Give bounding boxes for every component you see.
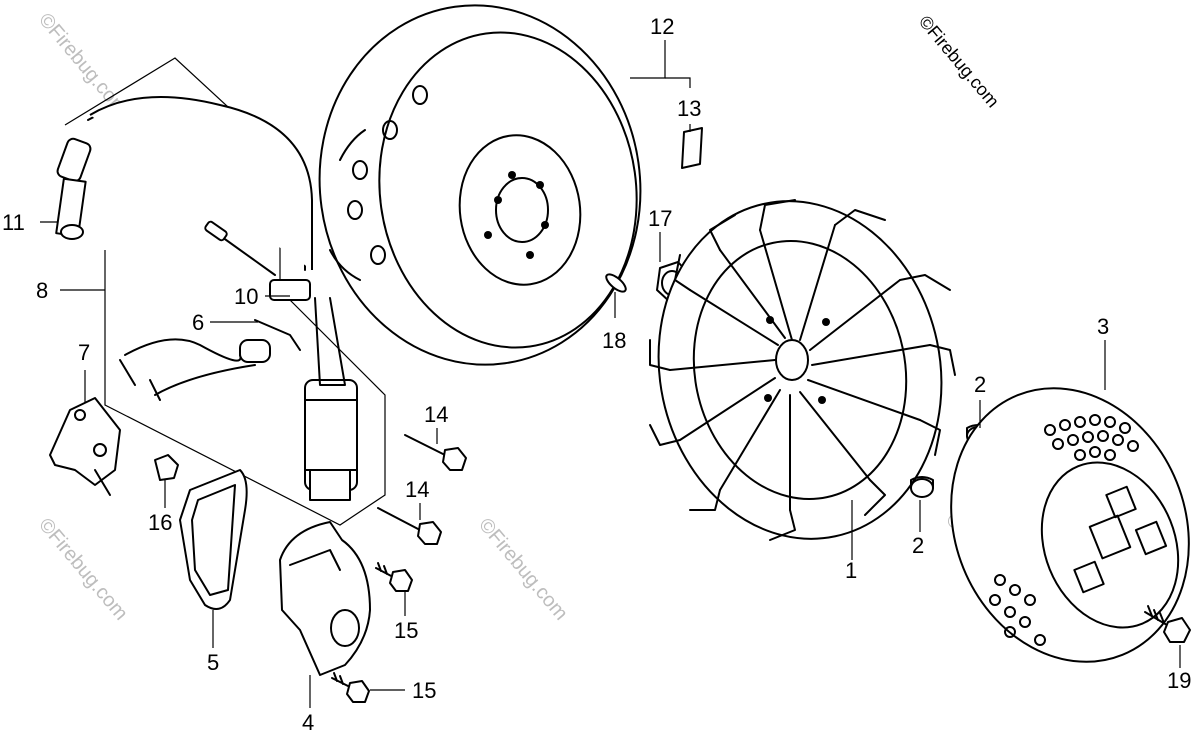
- flange-bolt: [1144, 605, 1191, 643]
- callout-13: 13: [677, 96, 701, 121]
- leader-lines: [40, 40, 1181, 708]
- callout-11: 11: [2, 210, 25, 235]
- woodruff-key: [681, 127, 703, 169]
- callout-14: 14: [405, 477, 429, 502]
- cooling-fan: [649, 199, 956, 541]
- callout-19: 19: [1167, 668, 1191, 693]
- watermark: ©Firebug.com: [34, 514, 132, 625]
- callout-16: 16: [148, 510, 172, 535]
- bolt: [331, 672, 370, 703]
- lock-washer: [605, 273, 627, 293]
- screw: [154, 454, 179, 481]
- callout-5: 5: [207, 650, 219, 675]
- bolt: [377, 507, 442, 545]
- breaker-cover: [279, 521, 371, 676]
- callout-8: 8: [36, 278, 48, 303]
- callout-18: 18: [602, 328, 626, 353]
- plug-cap: [55, 137, 92, 240]
- callout-15: 15: [412, 678, 436, 703]
- bolt: [404, 434, 467, 471]
- callout-1: 1: [845, 558, 857, 583]
- starter-pulley: [950, 387, 1190, 663]
- callout-6: 6: [192, 310, 204, 335]
- callout-2: 2: [974, 372, 986, 397]
- callout-3: 3: [1097, 314, 1109, 339]
- collar: [910, 476, 934, 498]
- flywheel: [318, 4, 642, 366]
- watermark: ©Firebug.com: [474, 514, 572, 625]
- copyright-text: ©Firebug.com: [915, 12, 1003, 112]
- callout-4: 4: [302, 710, 314, 735]
- callout-10: 10: [234, 284, 258, 309]
- ignition-coil-assembly: [55, 57, 386, 526]
- contact-breaker: [49, 397, 121, 496]
- gasket: [179, 469, 248, 610]
- callout-2: 2: [912, 533, 924, 558]
- callout-15: 15: [394, 618, 418, 643]
- bolt: [375, 562, 413, 592]
- callout-17: 17: [648, 206, 672, 231]
- callout-12: 12: [650, 14, 674, 39]
- callout-7: 7: [78, 340, 90, 365]
- callout-14: 14: [424, 402, 448, 427]
